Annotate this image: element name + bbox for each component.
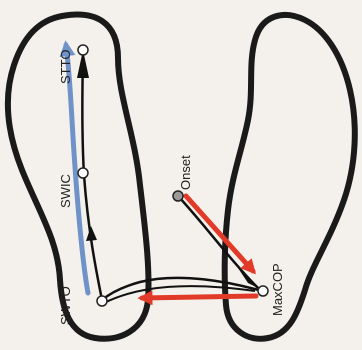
label-onset: Onset [178, 155, 193, 190]
node-stto [78, 45, 88, 55]
label-swto: SWTO [58, 286, 73, 325]
node-swic [78, 168, 88, 178]
label-swic: SWIC [58, 174, 73, 208]
trajectory-arrowhead-mid [86, 226, 97, 241]
node-maxcop [258, 286, 268, 296]
left-foot-outline [8, 15, 149, 339]
label-maxcop: MaxCOP [270, 263, 285, 316]
node-swto [97, 296, 107, 306]
label-stto: STTO [58, 50, 73, 84]
stance-arrow-onset-maxcop [186, 196, 253, 271]
trajectory-onset-to-maxcop [178, 196, 258, 288]
stance-arrow-maxcop-left [142, 296, 256, 298]
node-onset [173, 191, 183, 201]
